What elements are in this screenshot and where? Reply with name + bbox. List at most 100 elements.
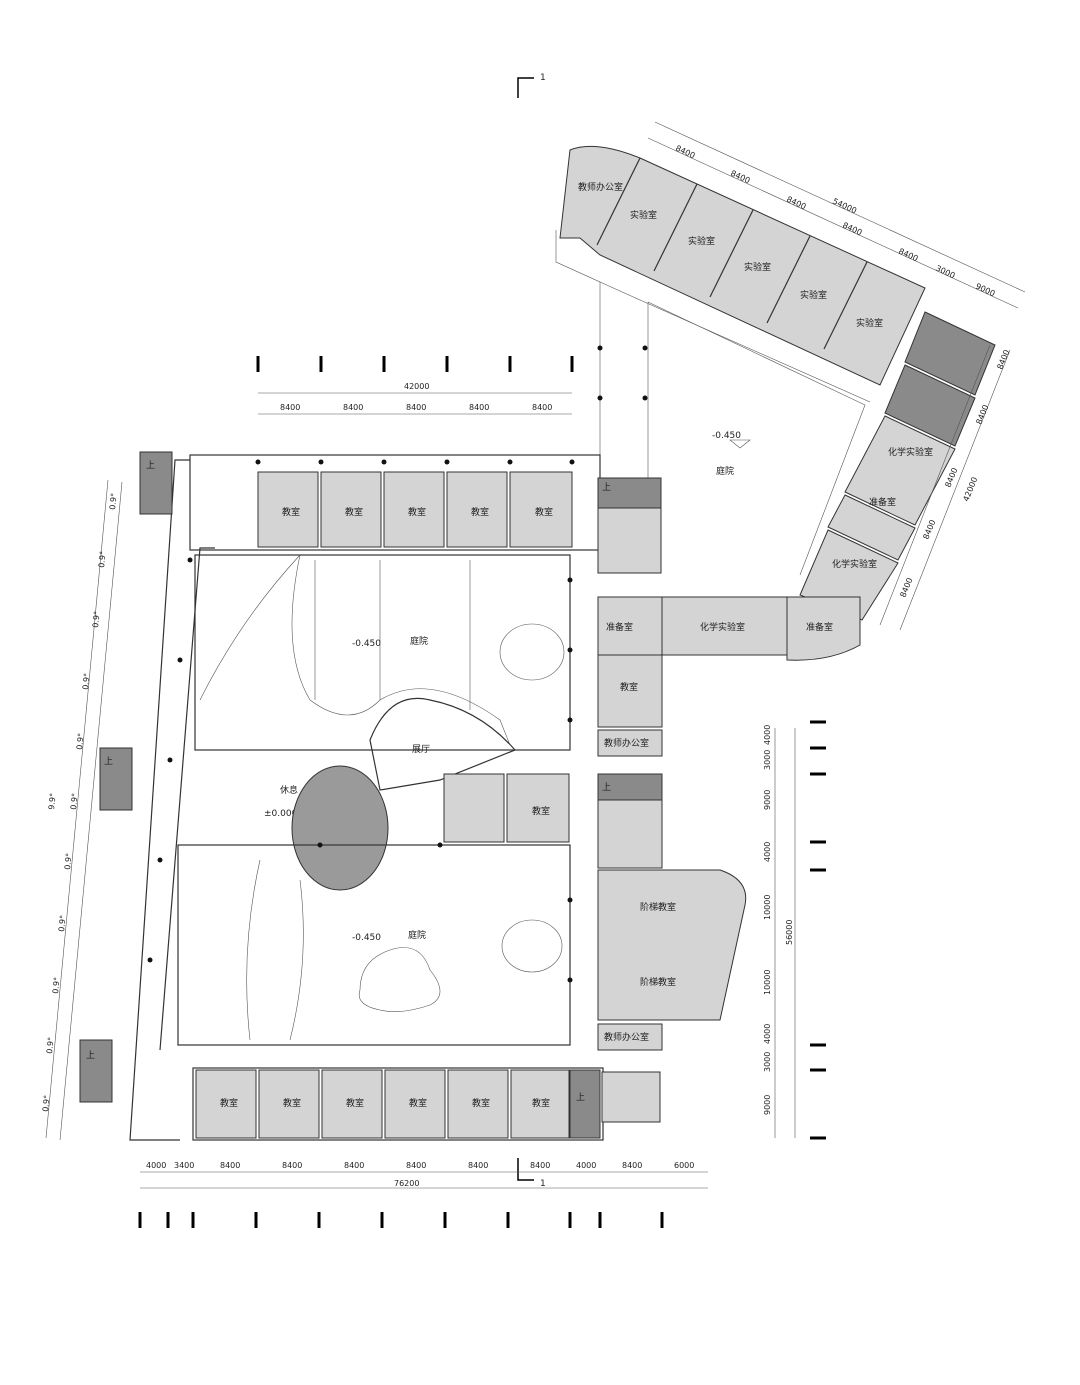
- prep-room-block: [597, 596, 663, 656]
- dim-left-bay: 0.9°: [41, 1095, 52, 1113]
- label-classroom: 教室: [471, 506, 489, 518]
- dim-right-bay: 9000: [763, 790, 772, 810]
- level-courtyard: -0.450: [352, 933, 381, 943]
- label-classroom: 教室: [408, 506, 426, 518]
- teacher-office-block: [597, 1023, 663, 1051]
- dim-right-bay: 4000: [763, 725, 772, 745]
- classroom: [258, 1069, 320, 1139]
- label-lab: 实验室: [688, 235, 715, 247]
- label-up: 上: [86, 1050, 95, 1061]
- section-marker-label: 1: [540, 1179, 546, 1189]
- dim-top-bay: 8400: [532, 403, 552, 412]
- label-classroom: 教室: [282, 506, 300, 518]
- columns: [147, 345, 648, 983]
- dim-bottom-bay: 8400: [468, 1161, 488, 1170]
- classroom: [383, 471, 445, 548]
- label-teacher-office: 教师办公室: [604, 1031, 649, 1043]
- label-classroom: 教室: [532, 805, 550, 817]
- stair-block: [569, 1069, 601, 1139]
- bottom-classroom-row: 教室 教室 教室 教室 教室 教室 上: [192, 1067, 661, 1141]
- dim-left-bay: 0.9°: [45, 1037, 56, 1055]
- classroom: [447, 1069, 509, 1139]
- classroom: [597, 654, 663, 728]
- classroom: [510, 1069, 570, 1139]
- classroom: [321, 1069, 383, 1139]
- label-up: 上: [104, 756, 113, 767]
- label-lab: 实验室: [630, 209, 657, 221]
- lower-courtyard: -0.450 庭院: [177, 844, 571, 1046]
- dim-top-bay: 8400: [343, 403, 363, 412]
- section-marker-top: 1: [517, 73, 546, 98]
- classroom: [384, 1069, 446, 1139]
- stair-block: [79, 1039, 113, 1103]
- restroom-block: [601, 1071, 661, 1123]
- dim-top-bay: 8400: [469, 403, 489, 412]
- dim-lab-wing-bay: 8400: [674, 144, 696, 161]
- label-up: 上: [576, 1092, 585, 1103]
- label-up: 上: [602, 782, 611, 793]
- dim-right-total: 56000: [785, 920, 794, 945]
- dim-chem-wing-bay: 8400: [899, 577, 915, 599]
- label-courtyard: 庭院: [408, 929, 426, 941]
- classroom: [446, 471, 508, 548]
- chem-wing: 化学实验室 准备室 化学实验室: [799, 311, 996, 621]
- chem-lab-block: [661, 596, 788, 656]
- section-marker-bottom: 1: [517, 1158, 546, 1189]
- lab-wing-block: [559, 145, 926, 386]
- dim-left-bay: 0.9°: [69, 793, 80, 811]
- teacher-office-block: [597, 729, 663, 757]
- level-ground: ±0.000: [264, 809, 298, 819]
- dim-chem-wing-total: 42000: [962, 476, 980, 503]
- label-classroom: 教室: [220, 1097, 238, 1109]
- label-courtyard: 庭院: [410, 635, 428, 647]
- dim-bottom-bay: 8400: [282, 1161, 302, 1170]
- prep-room-block: [786, 596, 861, 661]
- dim-chem-wing-bay: 8400: [975, 404, 991, 426]
- dim-bottom-bay: 4000: [576, 1161, 596, 1170]
- prep-room-block: [827, 494, 916, 561]
- classroom: [257, 471, 319, 548]
- label-courtyard: 庭院: [716, 465, 734, 477]
- dim-chem-wing-bay: 8400: [996, 349, 1012, 371]
- dim-bottom-bay: 4000: [146, 1161, 166, 1170]
- east-spine: 准备室 化学实验室 准备室 教室 教师办公室 上 阶梯教室 阶梯教室 教师办公室: [597, 596, 861, 1051]
- lab-wing: 教师办公室 实验室 实验室 实验室 实验室 实验室: [555, 145, 926, 576]
- dim-left-bay: 0.9°: [57, 915, 68, 933]
- label-rest-area: 休息: [280, 784, 298, 796]
- label-classroom: 教室: [535, 506, 553, 518]
- label-lecture-hall: 阶梯教室: [640, 901, 676, 913]
- dim-top-bay: 8400: [280, 403, 300, 412]
- label-prep-room: 准备室: [806, 621, 833, 633]
- label-classroom: 教室: [283, 1097, 301, 1109]
- stair-block: [597, 477, 662, 509]
- label-chem-lab: 化学实验室: [888, 446, 933, 458]
- classroom: [195, 1069, 257, 1139]
- label-classroom: 教室: [472, 1097, 490, 1109]
- dim-right: 4000 3000 9000 4000 10000 10000 4000 300…: [763, 725, 796, 1138]
- level-courtyard: -0.450: [712, 431, 741, 441]
- dim-right-bay: 3000: [763, 750, 772, 770]
- label-up: 上: [146, 460, 155, 471]
- stair-block: [99, 747, 133, 811]
- dim-bottom-total: 76200: [394, 1179, 419, 1188]
- label-chem-lab: 化学实验室: [700, 621, 745, 633]
- label-up: 上: [602, 482, 611, 493]
- label-classroom: 教室: [409, 1097, 427, 1109]
- level-courtyard: -0.450: [352, 639, 381, 649]
- label-lab: 实验室: [856, 317, 883, 329]
- section-marker-label: 1: [540, 73, 546, 83]
- dim-lab-wing-bay: 9000: [974, 282, 996, 299]
- restroom-block: [904, 311, 996, 396]
- dim-left-bay: 0.9°: [81, 673, 92, 691]
- dim-lab-wing-bay: 8400: [785, 195, 807, 212]
- classroom: [506, 773, 570, 843]
- label-teacher-office: 教师办公室: [604, 737, 649, 749]
- label-chem-lab: 化学实验室: [832, 558, 877, 570]
- exhibition-area: 展厅 休息 ±0.000 教室: [264, 697, 570, 891]
- dim-right-bay: 10000: [763, 970, 772, 995]
- dim-top-bay: 8400: [406, 403, 426, 412]
- stair-block: [139, 451, 173, 515]
- label-teacher-office: 教师办公室: [578, 181, 623, 193]
- dim-left-bay: 0.9°: [91, 611, 102, 629]
- dim-left: 0.9° 0.9° 0.9° 0.9° 0.9° 0.9° 0.9° 0.9° …: [41, 479, 123, 1141]
